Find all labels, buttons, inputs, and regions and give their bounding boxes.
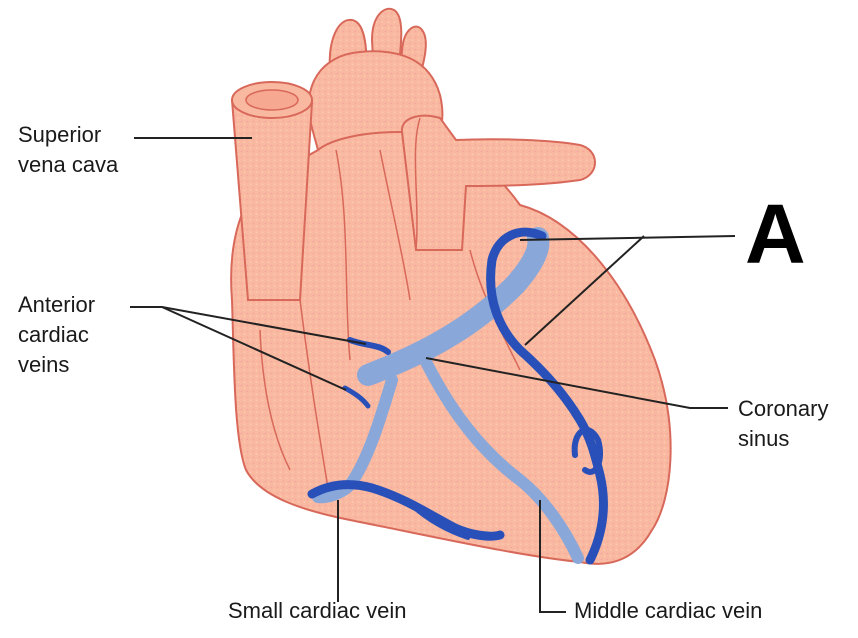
label-superior-vena-cava: Superior vena cava bbox=[18, 120, 118, 180]
pulmonary-artery bbox=[400, 114, 596, 251]
leader-coronary-sinus bbox=[425, 357, 728, 409]
label-anterior-cardiac-veins-line2: cardiac bbox=[18, 322, 89, 347]
label-small-cardiac-vein: Small cardiac vein bbox=[228, 598, 407, 623]
label-superior-vena-cava-line2: vena cava bbox=[18, 152, 119, 177]
leader-lines bbox=[130, 137, 736, 613]
label-superior-vena-cava-line1: Superior bbox=[18, 122, 102, 147]
label-middle-cardiac-vein: Middle cardiac vein bbox=[574, 598, 763, 623]
small-cardiac-vein-dark bbox=[307, 480, 505, 541]
veins-dark bbox=[307, 227, 608, 565]
great-cardiac-vein-vessel bbox=[486, 227, 608, 565]
leader-a-diagonal bbox=[524, 235, 645, 346]
great-cardiac-vein-loop bbox=[571, 426, 604, 475]
label-coronary-sinus-line1: Coronary bbox=[738, 396, 829, 421]
superior-vena-cava-vessel bbox=[230, 81, 314, 301]
label-anterior-cardiac-veins-line3: veins bbox=[18, 352, 70, 377]
surface-lines bbox=[259, 149, 521, 501]
label-anterior-cardiac-veins: Anterior cardiac veins bbox=[18, 290, 95, 380]
middle-cardiac-vein-vessel bbox=[419, 354, 584, 564]
marker-a: A bbox=[745, 187, 806, 281]
label-anterior-cardiac-veins-line1: Anterior bbox=[18, 292, 96, 317]
leader-a bbox=[519, 235, 736, 241]
leader-anterior-cardiac-veins-b bbox=[161, 306, 347, 391]
label-coronary-sinus: Coronary sinus bbox=[738, 394, 828, 454]
label-coronary-sinus-line2: sinus bbox=[738, 426, 790, 451]
leader-middle-cardiac-vein bbox=[539, 500, 566, 613]
